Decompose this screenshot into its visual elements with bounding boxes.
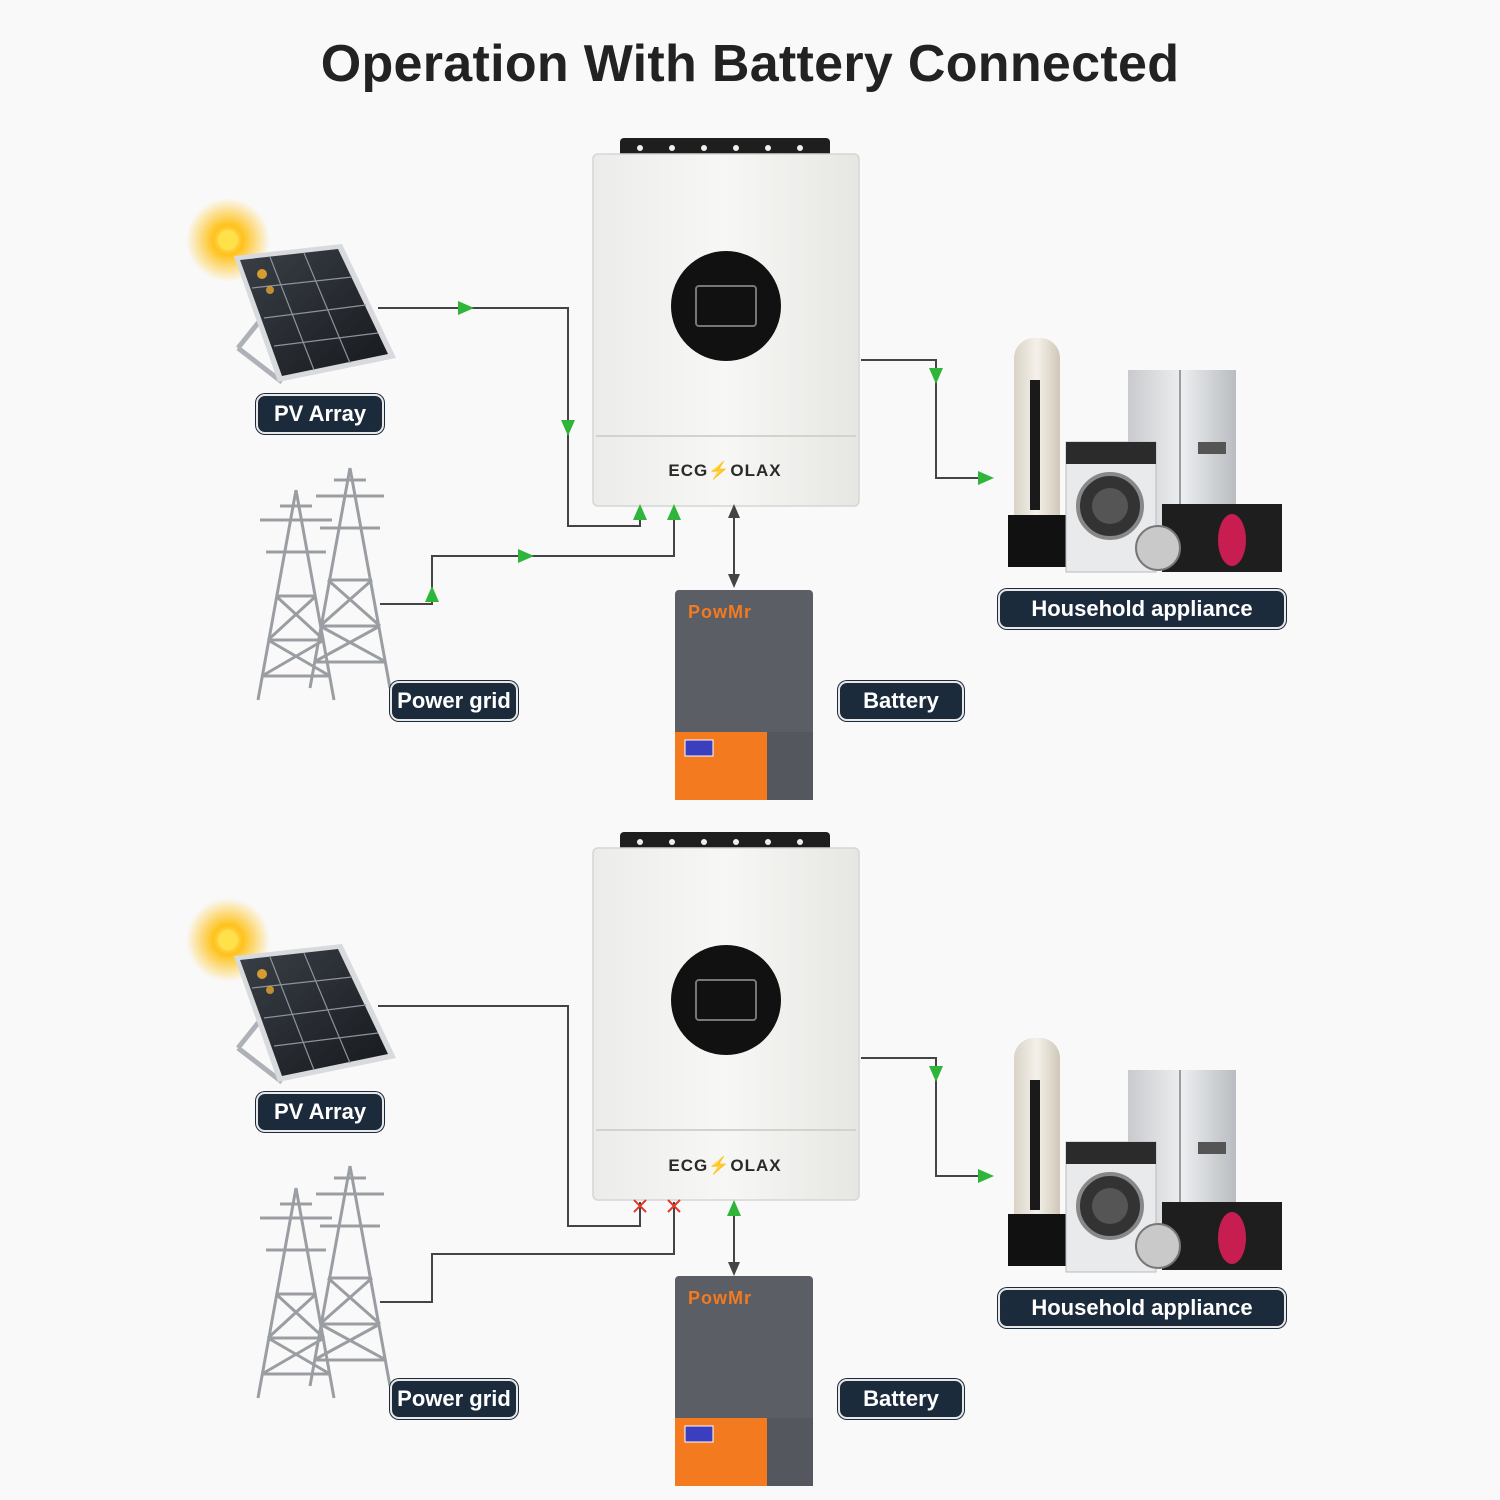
power-grid-tower-icon: [256, 1165, 392, 1399]
household-appliance-label: Household appliance: [998, 1288, 1286, 1328]
battery-label: Battery: [838, 681, 964, 721]
household-appliance-icon: [1008, 338, 1282, 573]
inverter: ECG⚡OLAX: [592, 138, 860, 507]
power-grid-label: Power grid: [390, 1379, 518, 1419]
household-appliance-label: Household appliance: [998, 589, 1286, 629]
inverter-brand: ECG⚡OLAX: [668, 460, 781, 481]
inverter: ECG⚡OLAX: [592, 832, 860, 1201]
battery-brand: PowMr: [688, 1288, 752, 1308]
battery-label: Battery: [838, 1379, 964, 1419]
scenario-2: ECG⚡OLAX PowMr: [186, 832, 1282, 1486]
battery-bidirectional-arrow: [728, 504, 740, 588]
household-appliance-icon: [1008, 1038, 1282, 1273]
solar-panel-icon: [234, 244, 396, 384]
battery-brand: PowMr: [688, 602, 752, 622]
flow-arrows: [425, 301, 994, 602]
power-grid-tower-icon: [256, 467, 392, 701]
fault-marks: [633, 1199, 681, 1213]
power-grid-label: Power grid: [390, 681, 518, 721]
battery: PowMr: [675, 590, 813, 800]
pv-array-label: PV Array: [256, 1092, 384, 1132]
connection-lines: [378, 1005, 990, 1303]
page-title: Operation With Battery Connected: [320, 35, 1180, 93]
battery-bidirectional-arrow: [728, 1262, 740, 1276]
pv-array-label: PV Array: [256, 394, 384, 434]
inverter-brand: ECG⚡OLAX: [668, 1155, 781, 1176]
flow-arrows: [727, 1066, 994, 1216]
scenario-1: ECG⚡OLAX PowMr: [186, 138, 1282, 800]
battery: PowMr: [675, 1276, 813, 1486]
solar-panel-icon: [234, 944, 396, 1084]
